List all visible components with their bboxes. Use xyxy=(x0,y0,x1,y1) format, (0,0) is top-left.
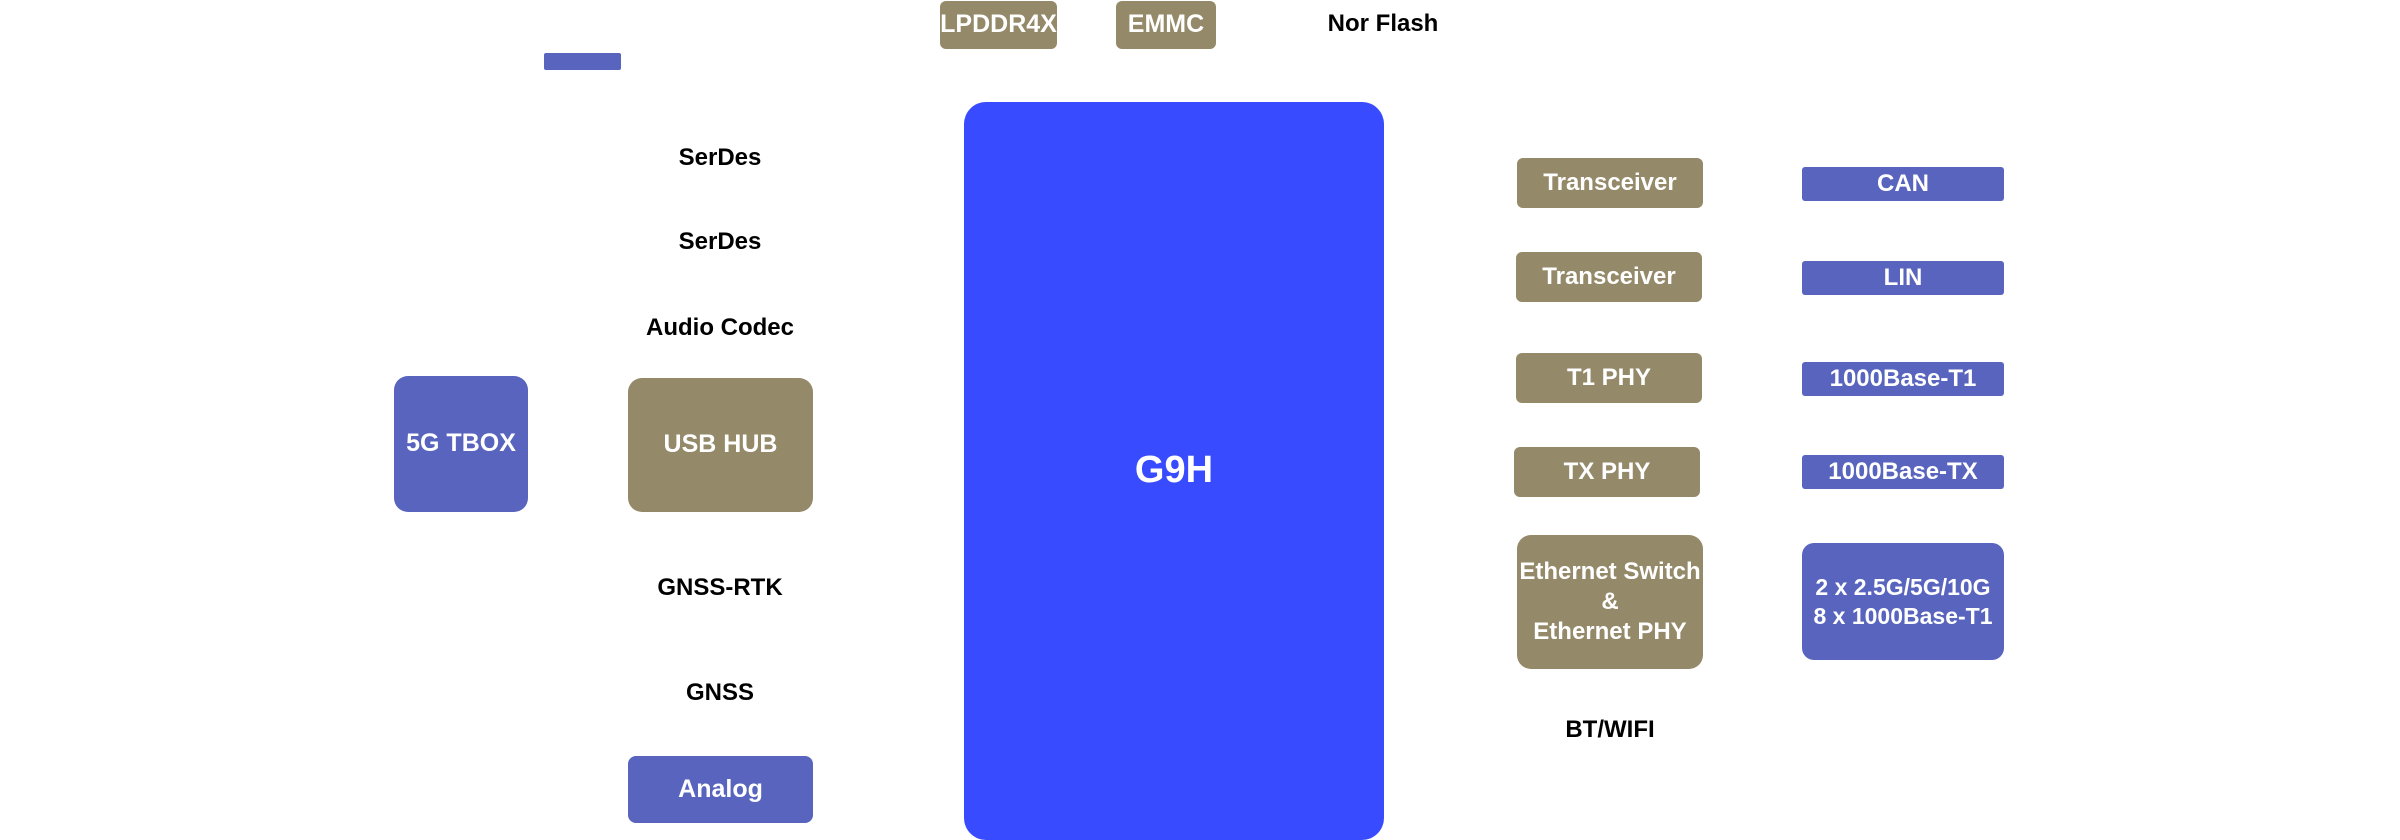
serdes-label-2: SerDes xyxy=(678,228,762,255)
can-interface-block: CAN xyxy=(1802,167,2004,201)
1000base-tx-interface-block: 1000Base-TX xyxy=(1802,455,2004,489)
audio-codec-label: Audio Codec xyxy=(646,314,794,341)
gnss-rtk-label: GNSS-RTK xyxy=(657,574,783,601)
tx-phy-block: TX PHY xyxy=(1514,447,1700,497)
bt-wifi-label: BT/WIFI xyxy=(1565,716,1655,743)
multi-gig-ethernet-interface-block: 2 x 2.5G/5G/10G 8 x 1000Base-T1 xyxy=(1802,543,2004,660)
t1-phy-block: T1 PHY xyxy=(1516,353,1702,403)
soc-g9h: G9H xyxy=(964,102,1384,840)
nor-flash-label: Nor Flash xyxy=(1327,10,1439,37)
transceiver-block-2: Transceiver xyxy=(1516,252,1702,302)
serdes-label-1: SerDes xyxy=(678,144,762,171)
lin-interface-block: LIN xyxy=(1802,261,2004,295)
1000base-t1-interface-block: 1000Base-T1 xyxy=(1802,362,2004,396)
transceiver-block-1: Transceiver xyxy=(1517,158,1703,208)
small-blue-block xyxy=(544,53,621,70)
5g-tbox-block: 5G TBOX xyxy=(394,376,528,512)
gnss-label: GNSS xyxy=(685,679,754,706)
ethernet-switch-phy-block: Ethernet Switch & Ethernet PHY xyxy=(1517,535,1703,669)
emmc-block: EMMC xyxy=(1116,1,1216,49)
lpddr4x-block: LPDDR4X xyxy=(940,1,1057,49)
usb-hub-block: USB HUB xyxy=(628,378,813,512)
analog-block: Analog xyxy=(628,756,813,823)
